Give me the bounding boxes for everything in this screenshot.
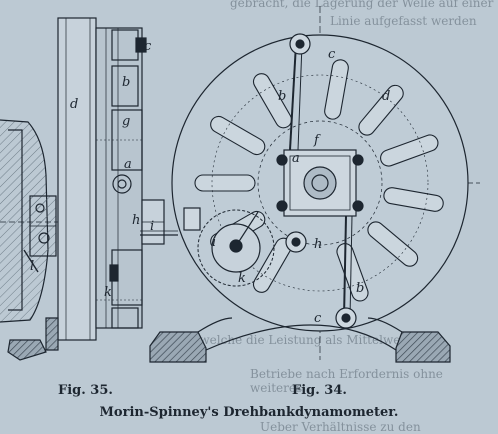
fig34-drawing (149, 6, 480, 363)
label34-b-bottom: b (356, 281, 364, 296)
label34-i: i (212, 235, 216, 250)
label34-b-top: b (278, 89, 286, 104)
label35-k: k (104, 285, 112, 300)
pedestal-35 (45, 317, 59, 351)
bleed-text-2: Linie aufgefasst werden (330, 14, 477, 28)
right-foot (395, 331, 451, 363)
gear-h-35 (112, 174, 132, 194)
label34-h: h (314, 237, 322, 252)
label35-d: d (70, 97, 78, 112)
fig35-drawing (0, 17, 178, 361)
label35-i: i (150, 219, 154, 234)
bleed-text-4: Betriebe nach Erfordernis ohne weiteres (250, 367, 443, 395)
label34-f: f (313, 133, 321, 148)
label34-k: k (238, 271, 246, 286)
gear-i (197, 209, 275, 287)
label35-l: l (30, 259, 34, 274)
label35-h: h (132, 213, 140, 228)
label35-c: c (144, 39, 152, 54)
spoke-frame (95, 27, 143, 329)
left-foot (149, 331, 207, 363)
label35-b: b (122, 75, 130, 90)
figure-caption: Morin-Spinney's Drehbankdynamometer. (99, 405, 399, 420)
bleed-text-1: gebracht, die Lagerung der Welle auf ein… (230, 0, 494, 10)
label34-c-top: c (328, 47, 336, 62)
label35-a: a (124, 157, 132, 172)
label34-a: a (292, 151, 300, 166)
label35-g: g (122, 114, 130, 129)
fig35-label: Fig. 35. (58, 383, 113, 398)
label34-d: d (382, 89, 390, 104)
central-shaft (303, 166, 337, 200)
fig34-label: Fig. 34. (292, 383, 347, 398)
bleed-text-3: durch welche die Leistung als Mittelwert… (160, 333, 426, 347)
label34-c-bottom: c (314, 311, 322, 326)
